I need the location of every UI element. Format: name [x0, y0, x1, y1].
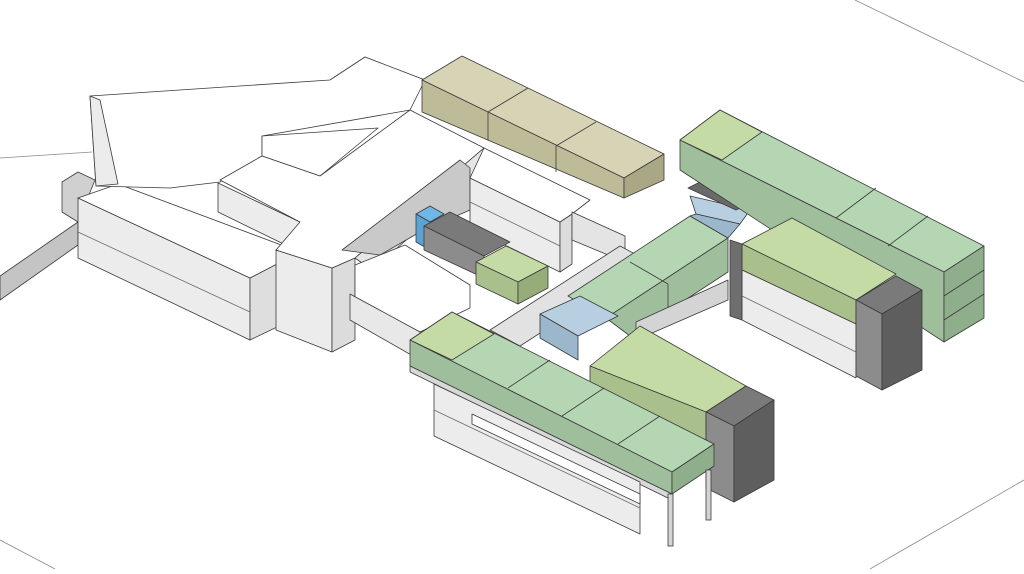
- existing-building-east: [469, 147, 626, 273]
- dark-tower-south-side: [733, 399, 775, 503]
- central-green-side: [605, 237, 729, 337]
- site-line: [0, 151, 93, 159]
- dark-link: [729, 239, 743, 321]
- site-line: [0, 539, 56, 570]
- lime-block-south: [589, 325, 775, 503]
- left-wall: [0, 171, 96, 301]
- west-upper-edge: [89, 95, 119, 187]
- bay-line: [835, 187, 877, 219]
- south-green-lime-cap: [409, 311, 495, 361]
- stilt: [667, 493, 674, 547]
- floor-line: [943, 293, 985, 321]
- floor-line: [943, 269, 985, 297]
- courtyard: [341, 159, 471, 361]
- stilt: [705, 469, 712, 521]
- south-green-end: [671, 443, 715, 495]
- bay-line: [507, 359, 551, 389]
- floor-line: [433, 409, 641, 509]
- courtyard-infill: [415, 205, 549, 305]
- green-block-central: [539, 181, 751, 361]
- floor-line: [741, 295, 857, 353]
- lime-block-middle-east: [729, 217, 923, 391]
- khaki-block-north: [421, 55, 665, 199]
- site-line: [854, 0, 1024, 83]
- khaki-end: [623, 153, 665, 199]
- east-wing-roof: [469, 147, 591, 223]
- floor-line: [77, 231, 251, 313]
- bay-line: [629, 261, 669, 285]
- bay-line: [887, 215, 929, 247]
- dark-tower-side: [881, 289, 923, 391]
- bay-line: [561, 387, 605, 417]
- bay-line: [487, 87, 529, 113]
- dark-tower-front: [855, 299, 883, 391]
- bay-line: [617, 415, 661, 445]
- south-recess: [471, 413, 641, 505]
- bay-line: [555, 121, 597, 147]
- left-wall-face: [0, 221, 79, 301]
- east-green-end: [943, 245, 985, 343]
- blue-skylight-front: [689, 213, 741, 239]
- floor-line: [469, 201, 561, 247]
- east-wing-side: [559, 213, 573, 273]
- lime-small-end: [517, 265, 549, 305]
- green-block-south: [409, 311, 715, 547]
- blue-head-front: [539, 313, 579, 361]
- site-line: [869, 479, 1024, 570]
- east-green-lime-cap: [679, 109, 763, 161]
